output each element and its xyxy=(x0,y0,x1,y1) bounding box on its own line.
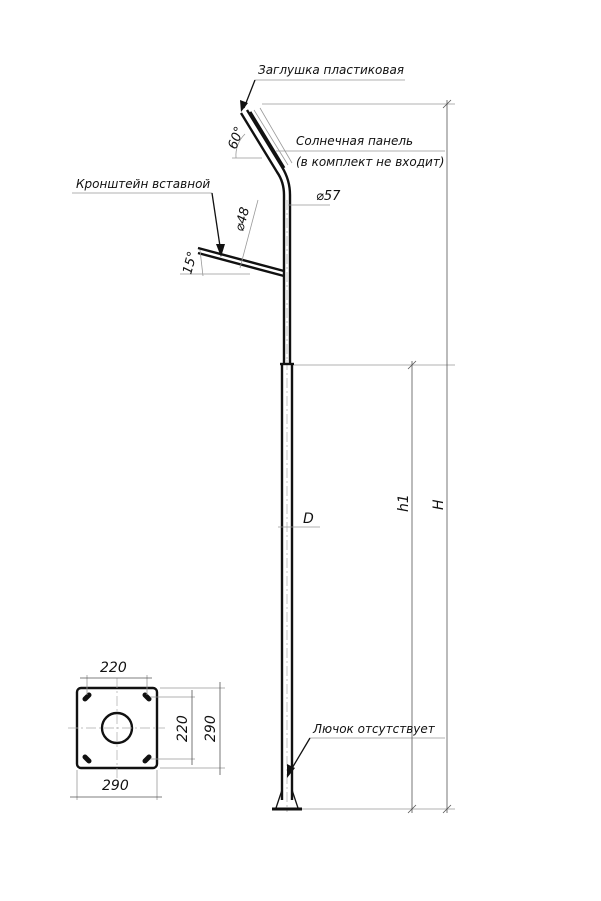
dim-plate-bolt-y: 220 xyxy=(175,715,191,742)
dim-plate-bolt-x: 220 xyxy=(100,660,127,676)
dim-bracket-angle: 15° xyxy=(180,250,200,276)
label-hatch-absent: Лючок отсутствует xyxy=(312,722,436,736)
label-solar-panel-1: Солнечная панель xyxy=(296,134,413,148)
insert-bracket xyxy=(197,246,285,278)
dim-pole-diameter: D xyxy=(303,511,314,527)
height-dimensions xyxy=(262,99,455,814)
dim-plate-width: 290 xyxy=(102,778,129,794)
solar-panel xyxy=(248,107,293,169)
angle-dimensions xyxy=(180,133,330,528)
base-plate-view xyxy=(68,675,225,800)
dim-panel-angle: 60° xyxy=(226,125,248,152)
dim-upper-diameter: ⌀57 xyxy=(316,189,341,204)
label-plastic-cap: Заглушка пластиковая xyxy=(258,63,404,77)
pole-lower-section xyxy=(272,360,302,812)
dim-bracket-diameter: ⌀48 xyxy=(232,206,253,233)
label-insert-bracket: Кронштейн вставной xyxy=(76,177,210,191)
label-solar-panel-2: (в комплект не входит) xyxy=(296,155,445,169)
dim-plate-height: 290 xyxy=(203,715,219,742)
leader-lines xyxy=(72,79,445,778)
dim-height-total: H xyxy=(431,499,447,510)
dim-height-lower: h1 xyxy=(396,494,412,512)
